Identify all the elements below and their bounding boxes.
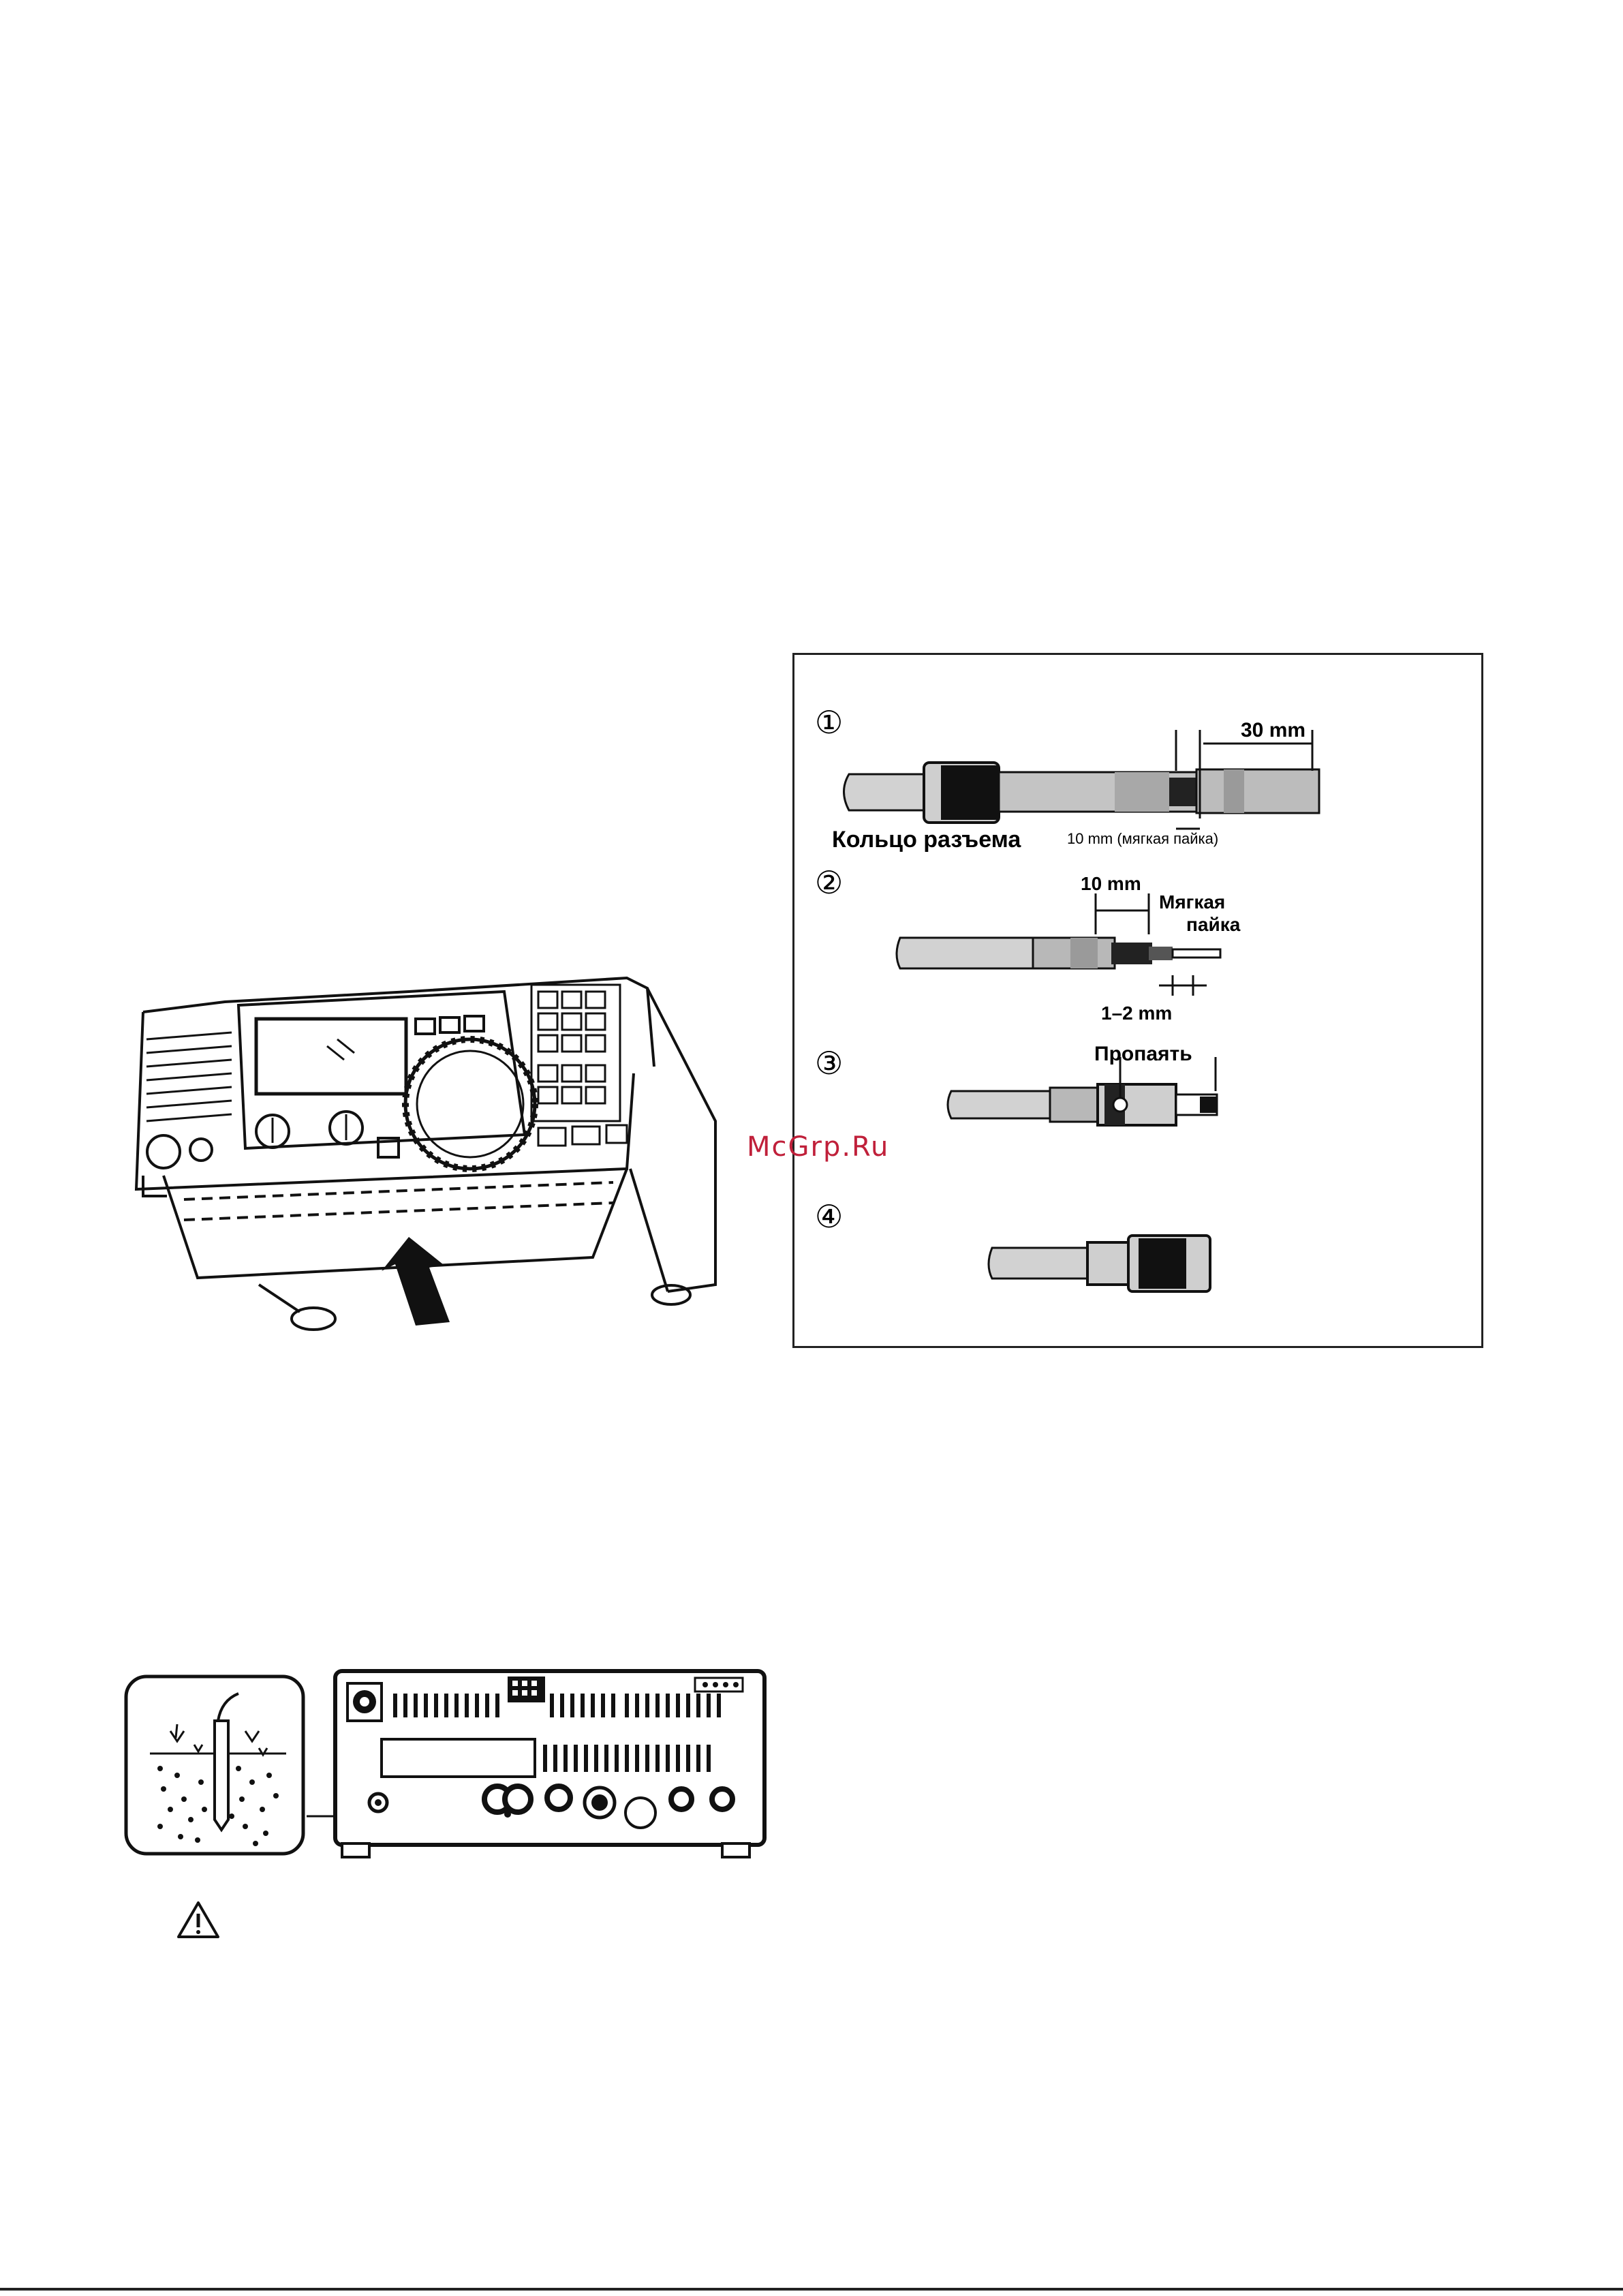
step2-cable (897, 938, 1220, 968)
page-bottom-rule (0, 2288, 1623, 2291)
step1-cable (844, 763, 1320, 823)
rear-panel-illustration (300, 1663, 777, 1867)
coax-assembly-panel: ① 30 mm Кольцо разъема 10 mm (мягкая пай… (792, 653, 1483, 1348)
connector-ring-label: Кольцо разъема (832, 827, 1021, 853)
step4-number: ④ (815, 1199, 843, 1234)
solder-note-label: 10 mm (мягкая пайка) (1067, 830, 1218, 847)
step3-number: ③ (815, 1045, 843, 1081)
dim-30mm-label: 30 mm (1241, 719, 1305, 741)
step4-connector (989, 1236, 1210, 1291)
transceiver-front-illustration (123, 964, 722, 1332)
watermark: McGrp.Ru (747, 1131, 889, 1163)
dim-1-2mm-label: 1–2 mm (1101, 1002, 1172, 1024)
solder-label: Пропаять (1094, 1043, 1192, 1065)
arrow-icon (382, 1237, 450, 1326)
step2-number: ② (815, 865, 843, 900)
soft-solder-line2: пайка (1186, 914, 1241, 935)
warning-triangle-icon (176, 1900, 221, 1940)
step3-cable (948, 1084, 1217, 1125)
dim-10mm-label: 10 mm (1081, 873, 1141, 894)
ground-rod-inset (123, 1673, 307, 1857)
soft-solder-line1: Мягкая (1159, 891, 1225, 913)
step1-number: ① (815, 705, 843, 740)
